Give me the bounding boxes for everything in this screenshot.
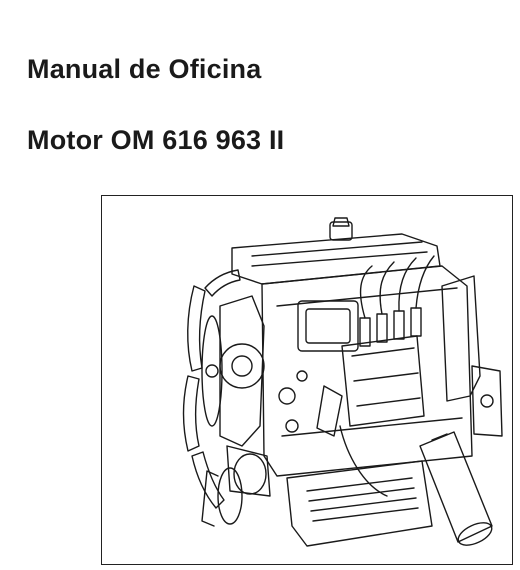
engine-block-icon (261, 265, 473, 477)
fan-icon (182, 269, 241, 509)
valve-cover-icon (231, 217, 441, 285)
manifold-icon (441, 275, 503, 437)
oil-filter-icon (419, 431, 493, 546)
engine-model-title: Motor OM 616 963 II (27, 125, 285, 155)
engine-illustration-frame (101, 195, 513, 565)
injection-pump-icon (316, 255, 435, 497)
manual-title: Manual de Oficina (27, 54, 262, 84)
engine-icon (182, 217, 503, 547)
oil-pan-icon (286, 460, 433, 547)
water-pump-icon (219, 295, 271, 497)
crank-pulley-icon (201, 467, 243, 527)
